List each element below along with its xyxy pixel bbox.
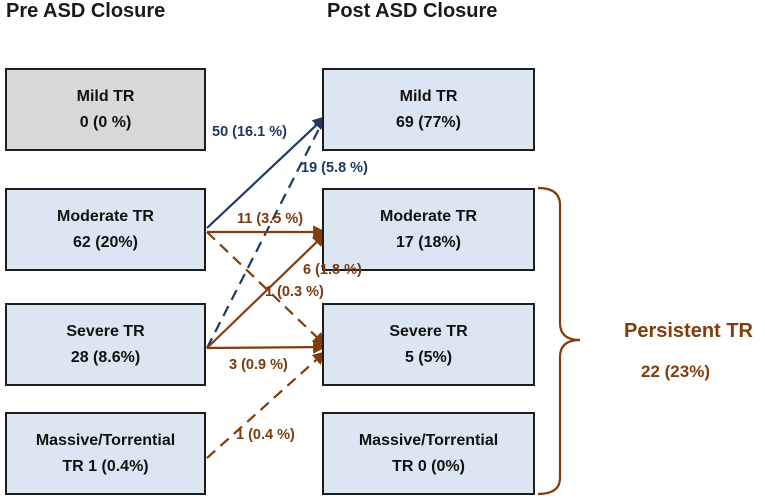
arrow-severe-to-moderate [206,233,326,349]
post-mild-tr-label: Mild TR [399,87,458,105]
arrow-severe-to-severe [206,340,327,354]
pre-massive-tr-box: Massive/Torrential TR 1 (0.4%) [5,412,206,495]
persistent-brace [537,186,581,496]
pre-moderate-tr-box: Moderate TR 62 (20%) [5,188,206,271]
pre-mild-tr-label: Mild TR [76,87,135,105]
post-massive-tr-box: Massive/Torrential TR 0 (0%) [322,412,535,495]
pre-severe-tr-label: Severe TR [66,322,145,340]
post-severe-tr-value: 5 (5%) [404,348,453,366]
pre-massive-tr-label: Massive/Torrential [35,431,176,449]
pre-mild-tr-value: 0 (0 %) [79,113,132,131]
pre-moderate-tr-value: 62 (20%) [73,233,138,251]
post-massive-tr-label: Massive/Torrential [358,431,499,449]
persistent-tr-value: 22 (23%) [641,362,710,381]
post-severe-tr-label: Severe TR [389,322,468,340]
post-moderate-tr-value: 17 (18%) [396,233,461,251]
pre-moderate-tr-label: Moderate TR [57,207,154,225]
flow-label-moderate-to-severe: 1 (0.3 %) [265,284,324,300]
post-closure-title: Post ASD Closure [327,0,498,22]
post-moderate-tr-label: Moderate TR [380,207,477,225]
flow-label-massive-to-severe: 1 (0.4 %) [236,427,295,443]
persistent-tr-label: Persistent TR [624,320,753,342]
post-moderate-tr-box: Moderate TR 17 (18%) [322,188,535,271]
post-mild-tr-value: 69 (77%) [396,113,461,131]
flow-label-moderate-to-mild: 50 (16.1 %) [212,124,287,140]
pre-severe-tr-box: Severe TR 28 (8.6%) [5,303,206,386]
post-mild-tr-box: Mild TR 69 (77%) [322,68,535,151]
arrow-massive-to-severe [206,351,326,459]
flow-label-severe-to-severe: 3 (0.9 %) [229,357,288,373]
flow-label-severe-to-mild: 19 (5.8 %) [301,160,368,176]
arrow-moderate-to-severe [206,231,326,346]
pre-severe-tr-value: 28 (8.6%) [70,348,141,366]
post-massive-tr-value: TR 0 (0%) [392,457,465,475]
flow-label-severe-to-moderate: 6 (1.8 %) [303,262,362,278]
pre-mild-tr-box: Mild TR 0 (0 %) [5,68,206,151]
flow-label-moderate-to-moderate: 11 (3.5 %) [237,211,304,227]
arrow-moderate-to-mild [206,116,326,229]
pre-massive-tr-value: TR 1 (0.4%) [62,457,149,475]
pre-closure-title: Pre ASD Closure [6,0,166,22]
post-severe-tr-box: Severe TR 5 (5%) [322,303,535,386]
